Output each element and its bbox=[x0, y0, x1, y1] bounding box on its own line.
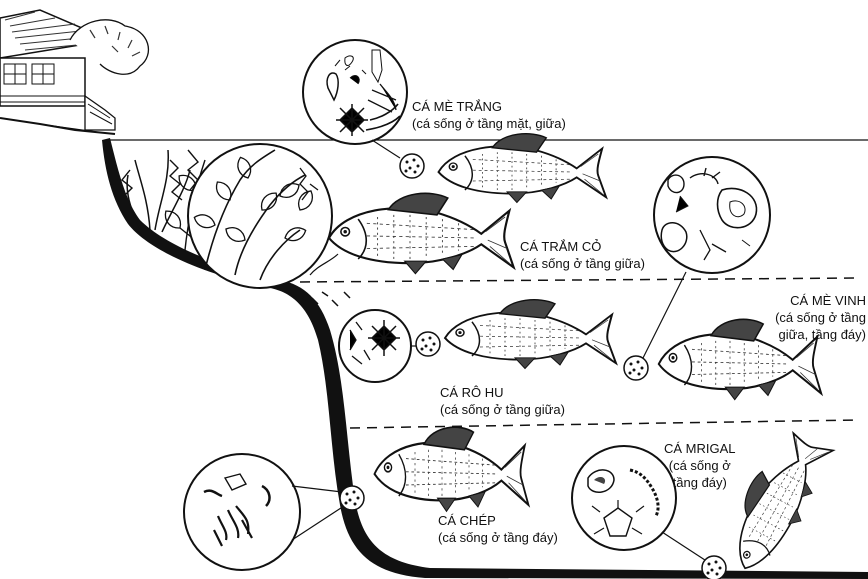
plant-magnifier bbox=[188, 144, 332, 288]
label-ca-mrigal: CÁ MRIGAL (cá sống ở tầng đáy) bbox=[664, 440, 736, 491]
food-dot-mrigal bbox=[702, 556, 726, 579]
worm-icon bbox=[184, 454, 344, 570]
label-ca-ro-hu: CÁ RÔ HU (cá sống ở tầng giữa) bbox=[440, 384, 565, 418]
fish-habitat-me-trang: (cá sống ở tầng mặt, giữa) bbox=[412, 115, 566, 132]
food-dot-me-vinh bbox=[624, 356, 648, 380]
fish-name-mrigal: CÁ MRIGAL bbox=[664, 440, 736, 457]
fish-icon-chep bbox=[375, 427, 529, 511]
house-icon bbox=[0, 10, 148, 134]
fish-habitat-me-vinh-1: (cá sống ở tầng bbox=[775, 309, 866, 326]
fish-name-me-trang: CÁ MÈ TRẮNG bbox=[412, 98, 566, 115]
fish-name-tram-co: CÁ TRẮM CỎ bbox=[520, 238, 645, 255]
food-dot-me-trang bbox=[400, 154, 424, 178]
fish-icon-me-trang bbox=[439, 134, 607, 203]
fish-habitat-me-vinh-2: giữa, tầng đáy) bbox=[775, 326, 866, 343]
food-dot-ro-hu bbox=[416, 332, 440, 356]
label-ca-me-vinh: CÁ MÈ VINH (cá sống ở tầng giữa, tầng đá… bbox=[775, 292, 866, 343]
fish-habitat-mrigal-1: (cá sống ở bbox=[664, 457, 736, 474]
phytoplankton-icon bbox=[339, 310, 420, 382]
layer-divider-upper bbox=[300, 278, 858, 282]
fish-name-ro-hu: CÁ RÔ HU bbox=[440, 384, 565, 401]
fish-habitat-chep: (cá sống ở tầng đáy) bbox=[438, 529, 558, 546]
fish-icon-tram-co bbox=[329, 193, 514, 273]
fish-name-chep: CÁ CHÉP bbox=[438, 512, 558, 529]
label-ca-tram-co: CÁ TRẮM CỎ (cá sống ở tầng giữa) bbox=[520, 238, 645, 272]
label-ca-me-trang: CÁ MÈ TRẮNG (cá sống ở tầng mặt, giữa) bbox=[412, 98, 566, 132]
label-ca-chep: CÁ CHÉP (cá sống ở tầng đáy) bbox=[438, 512, 558, 546]
fish-name-me-vinh: CÁ MÈ VINH bbox=[775, 292, 866, 309]
food-dot-chep bbox=[340, 486, 364, 510]
fish-habitat-tram-co: (cá sống ở tầng giữa) bbox=[520, 255, 645, 272]
fish-habitat-mrigal-2: tầng đáy) bbox=[664, 474, 736, 491]
layer-divider-lower bbox=[350, 420, 858, 428]
fish-habitat-ro-hu: (cá sống ở tầng giữa) bbox=[440, 401, 565, 418]
fish-icon-ro-hu bbox=[445, 300, 616, 369]
